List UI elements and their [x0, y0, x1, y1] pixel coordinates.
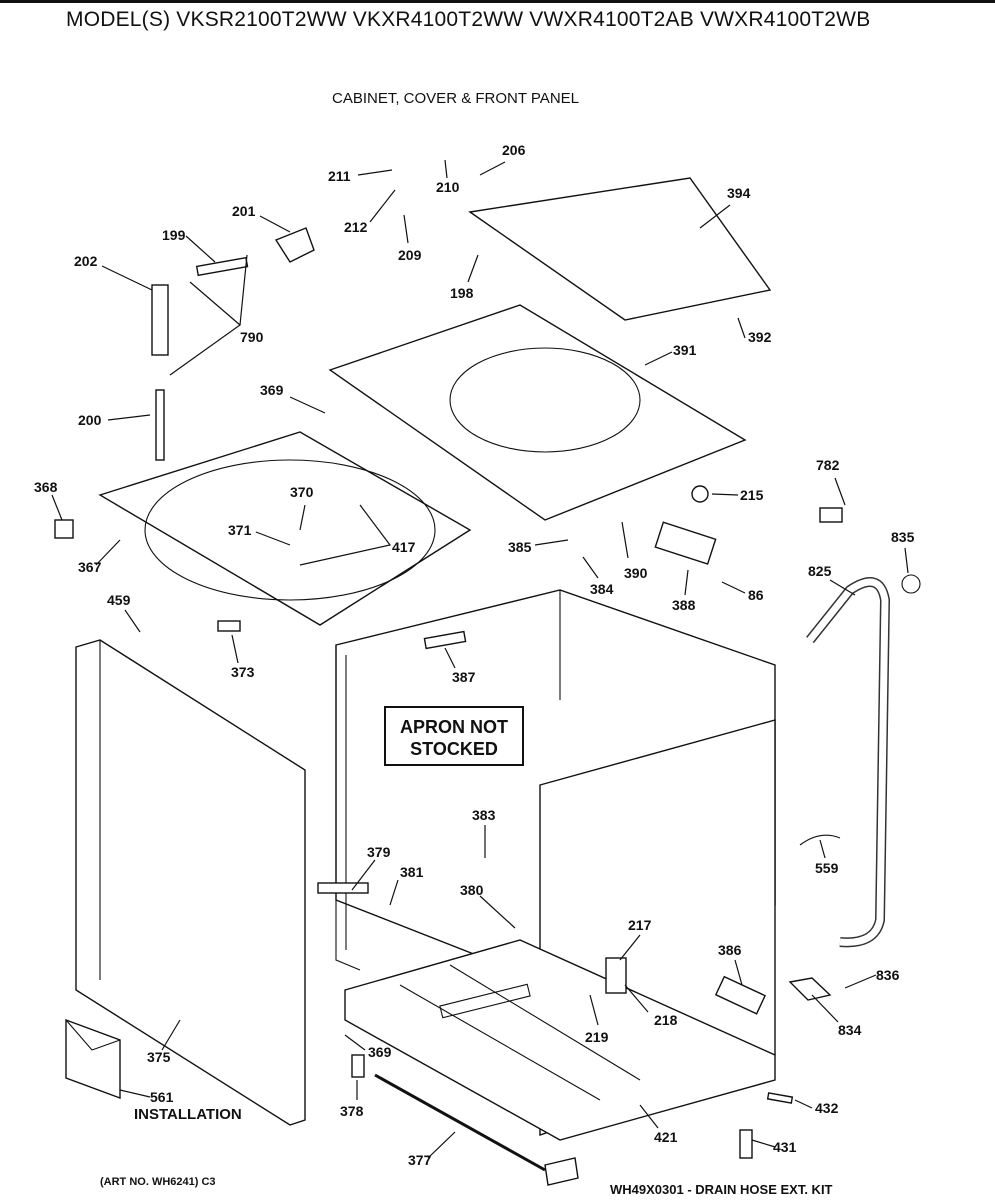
callout-421: 421 [654, 1129, 678, 1145]
part-559 [799, 834, 841, 846]
callout-209: 209 [398, 247, 422, 263]
installation-label: INSTALLATION [134, 1106, 242, 1123]
callout-825: 825 [808, 563, 832, 579]
callout-388: 388 [672, 597, 696, 613]
callout-782: 782 [816, 457, 840, 473]
callout-215: 215 [740, 487, 764, 503]
part-431 [739, 1129, 753, 1159]
drain-hose-inner [807, 578, 889, 946]
part-377 [374, 1073, 546, 1172]
part-217 [605, 957, 627, 994]
envelope-flap [65, 1019, 121, 1051]
part-782 [819, 507, 843, 523]
lid [468, 177, 772, 321]
callout-199: 199 [162, 227, 186, 243]
callout-834: 834 [838, 1022, 862, 1038]
part-215 [691, 485, 709, 503]
callout-211: 211 [328, 168, 351, 184]
callout-375: 375 [147, 1049, 171, 1065]
callout-369-lower: 369 [368, 1044, 392, 1060]
part-834 [788, 977, 832, 1001]
callout-377: 377 [408, 1152, 432, 1168]
callout-835: 835 [891, 529, 915, 545]
callout-386: 386 [718, 942, 742, 958]
callout-387: 387 [452, 669, 476, 685]
drain-hose-kit-label: WH49X0301 - DRAIN HOSE EXT. KIT [610, 1182, 833, 1197]
callout-561: 561 [150, 1089, 174, 1105]
callout-369: 369 [260, 382, 284, 398]
part-387 [423, 630, 467, 650]
part-379 [317, 882, 369, 894]
apron-note-line1: APRON NOT [400, 717, 508, 737]
callout-383: 383 [472, 807, 496, 823]
callout-201: 201 [232, 203, 256, 219]
callout-836: 836 [876, 967, 900, 983]
apron-not-stocked-note: APRON NOT STOCKED [384, 706, 524, 766]
callout-210: 210 [436, 179, 460, 195]
installation-envelope [65, 1018, 121, 1100]
leader-lines [51, 159, 909, 1159]
callout-numbers: 211 206 210 212 209 394 201 199 202 198 … [34, 142, 915, 1168]
callout-378: 378 [340, 1103, 364, 1119]
callout-417: 417 [392, 539, 416, 555]
apron-note-line2: STOCKED [410, 739, 498, 759]
callout-392: 392 [748, 329, 772, 345]
callout-432: 432 [815, 1100, 839, 1116]
callout-86: 86 [748, 587, 764, 603]
part-432 [766, 1092, 794, 1104]
pivot-dome [274, 227, 315, 263]
callout-218: 218 [654, 1012, 678, 1028]
part-368 [54, 519, 74, 539]
drain-hose [806, 577, 891, 948]
suspension-rod [155, 389, 165, 461]
callout-390: 390 [624, 565, 648, 581]
frame-ring [144, 459, 436, 601]
callout-198: 198 [450, 285, 474, 301]
header-rule [0, 0, 995, 3]
callout-200: 200 [78, 412, 102, 428]
tub-frame [98, 431, 472, 626]
diagram-subtitle: CABINET, COVER & FRONT PANEL [332, 90, 579, 107]
callout-206: 206 [502, 142, 526, 158]
callout-217: 217 [628, 917, 652, 933]
callout-384: 384 [590, 581, 614, 597]
cabinet-base [344, 939, 776, 1141]
part-386 [714, 975, 767, 1015]
callout-368: 368 [34, 479, 58, 495]
callout-385: 385 [508, 539, 532, 555]
callout-373: 373 [231, 664, 255, 680]
callout-212: 212 [344, 219, 368, 235]
callout-391: 391 [673, 342, 697, 358]
pivot-rod [195, 256, 249, 277]
callout-431: 431 [773, 1139, 797, 1155]
callout-379: 379 [367, 844, 391, 860]
part-373 [217, 620, 241, 632]
callout-790: 790 [240, 329, 264, 345]
callout-381: 381 [400, 864, 424, 880]
callout-367: 367 [78, 559, 102, 575]
part-835 [901, 574, 921, 594]
callout-370: 370 [290, 484, 314, 500]
art-number: (ART NO. WH6241) C3 [100, 1176, 216, 1188]
callout-202: 202 [74, 253, 98, 269]
part-377-tip [544, 1157, 579, 1186]
callout-219: 219 [585, 1029, 609, 1045]
callout-394: 394 [727, 185, 751, 201]
callout-459: 459 [107, 592, 131, 608]
top-cover [328, 304, 747, 521]
damper [151, 284, 169, 356]
part-388 [654, 521, 717, 565]
part-378 [351, 1054, 365, 1078]
callout-380: 380 [460, 882, 484, 898]
callout-371: 371 [228, 522, 252, 538]
cover-opening [449, 347, 641, 453]
page-title: MODEL(S) VKSR2100T2WW VKXR4100T2WW VWXR4… [66, 8, 871, 31]
callout-559: 559 [815, 860, 839, 876]
